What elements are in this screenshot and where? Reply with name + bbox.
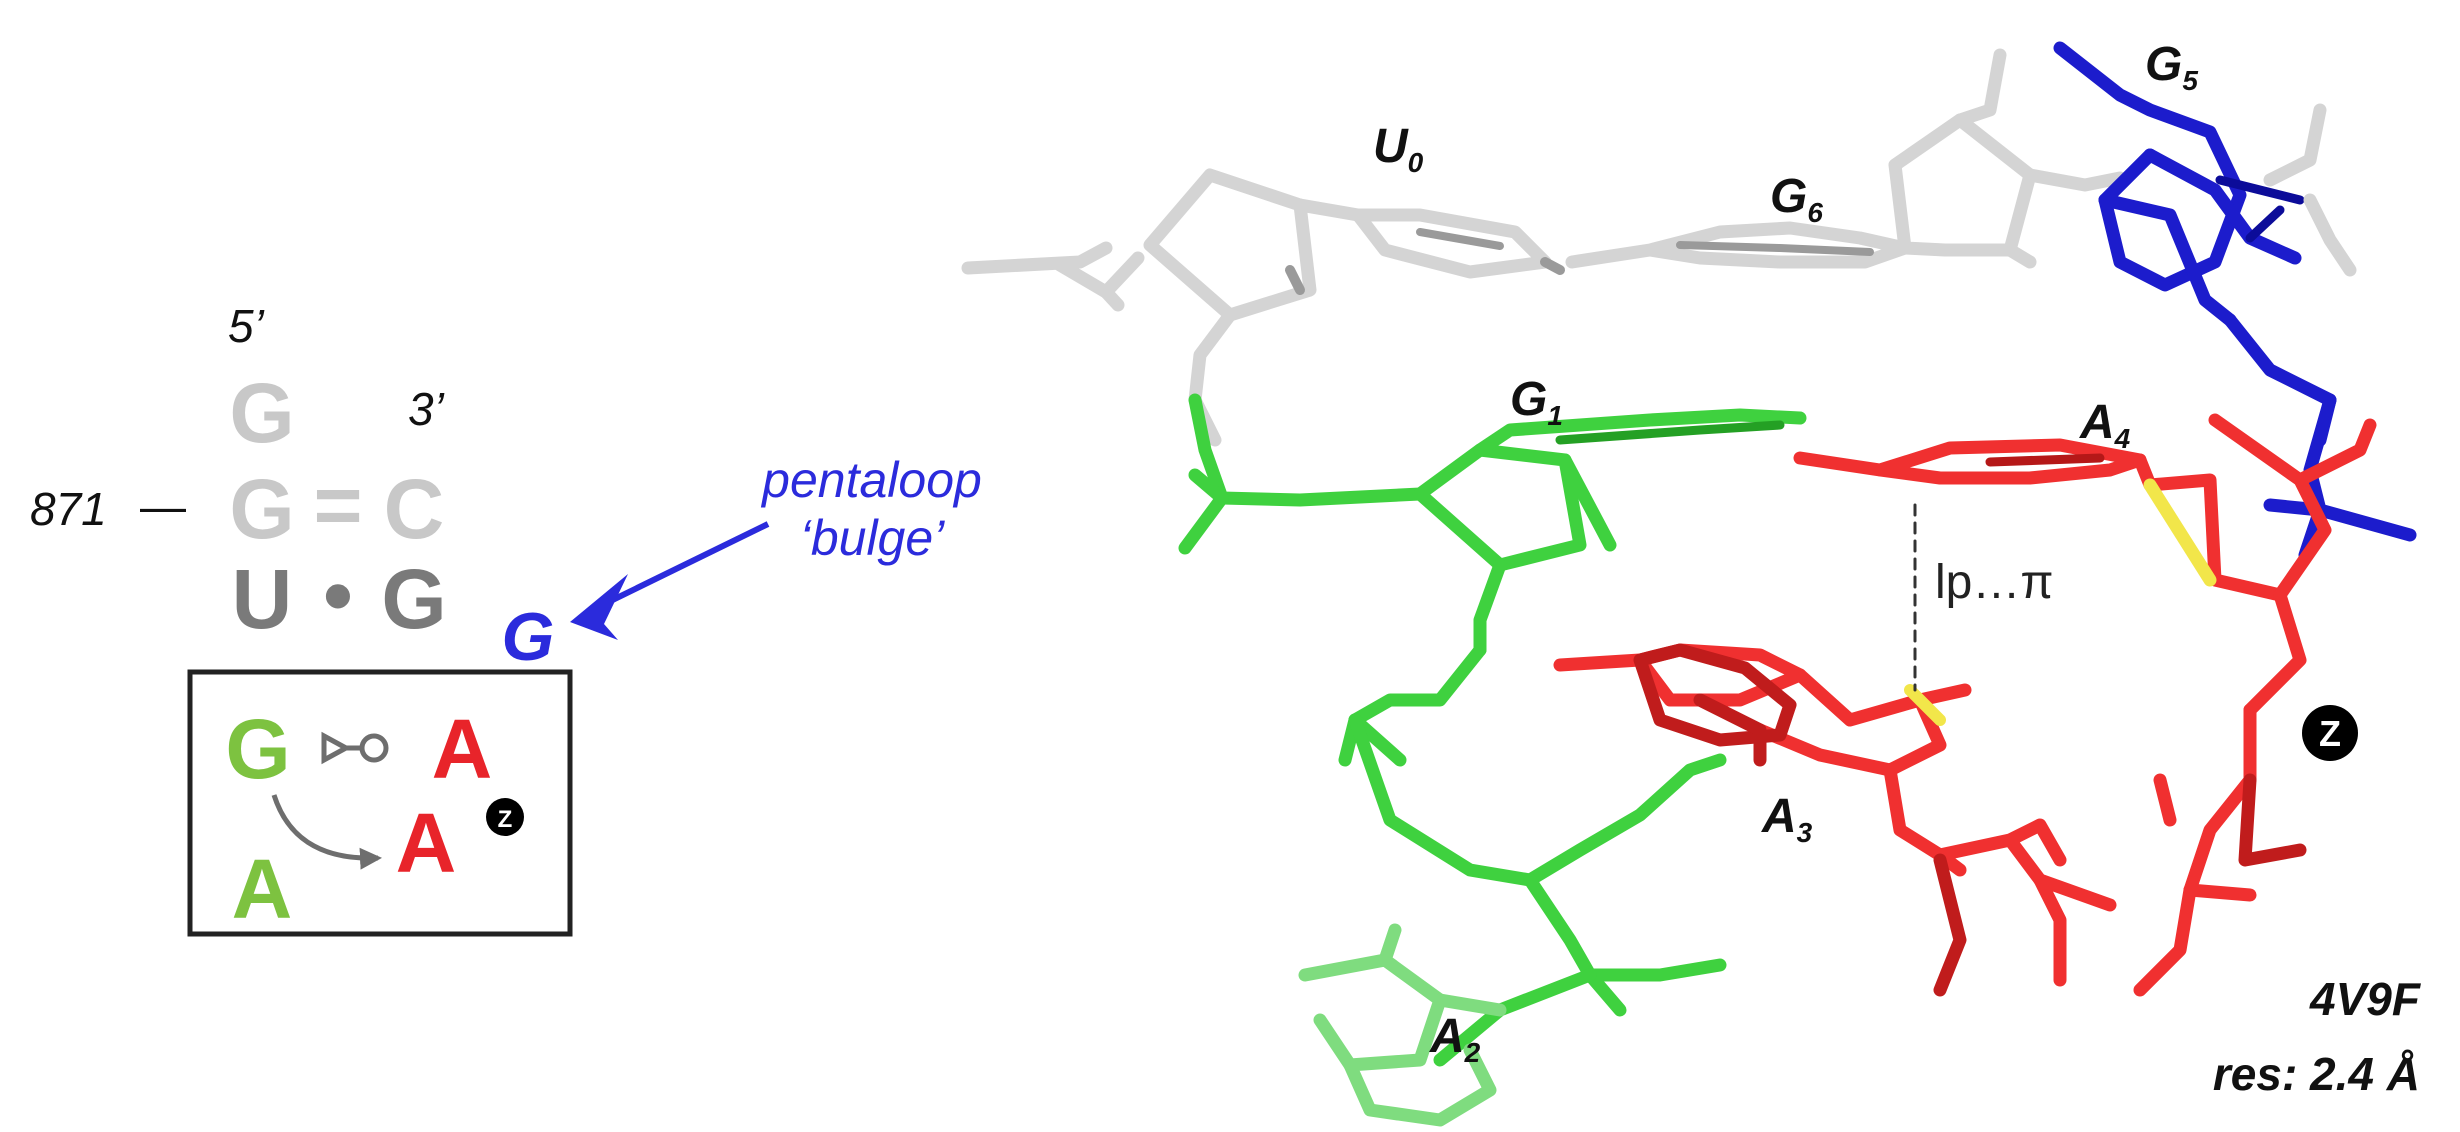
lp-pi-label: lp…π <box>1935 556 2053 609</box>
structure-3d <box>961 41 2417 1127</box>
secondary-structure-panel: 5’ 3’ G 871 — G = C U • G G G A A A Z <box>30 300 573 937</box>
interaction-symbol <box>321 731 389 765</box>
pair-bond-double: = <box>313 458 362 552</box>
annotation-arrow <box>586 521 770 615</box>
label-g6: G6 <box>1770 170 1823 228</box>
label-a3: A3 <box>1761 790 1813 848</box>
three-prime-label: 3’ <box>408 383 445 435</box>
residue-a2-sticks <box>1298 923 1507 1127</box>
loop-g: G <box>225 702 290 796</box>
label-a2: A2 <box>1429 1010 1481 1068</box>
residue-a4-yellow <box>2143 478 2217 587</box>
residue-u0-sticks <box>961 168 1565 447</box>
svg-text:Z: Z <box>2319 713 2341 754</box>
residue-g5-gray-tail <box>2263 103 2357 277</box>
residue-a3-yellow <box>1904 684 1946 726</box>
label-g5: G5 <box>2145 38 2198 96</box>
label-u0: U0 <box>1373 120 1424 178</box>
pair-g-wobble: G <box>381 552 446 646</box>
bulge-g: G <box>502 599 555 675</box>
residue-g6-sticks <box>1565 48 2127 269</box>
loop-box <box>187 669 573 937</box>
five-prime-label: 5’ <box>228 300 265 352</box>
pair-u: U <box>232 552 293 646</box>
loop-a-middle: A <box>396 796 457 890</box>
svg-text:Z: Z <box>498 806 513 833</box>
loop-a-bottom: A <box>232 842 293 936</box>
stem-top-g: G <box>229 366 294 460</box>
residue-g5-sticks <box>2053 41 2417 562</box>
pair-c: C <box>384 462 445 556</box>
residue-labels: U0 G6 G5 G1 A4 A3 A2 <box>1373 38 2198 1068</box>
pair-g: G <box>229 462 294 556</box>
residue-a3-dark <box>1633 643 2307 997</box>
residue-a4-sticks <box>1793 413 2377 997</box>
annotation-line2: ‘bulge’ <box>800 510 945 566</box>
pdb-resolution: res: 2.4 Å <box>2213 1048 2420 1100</box>
annotation-line1: pentaloop <box>760 452 982 508</box>
label-a4: A4 <box>2079 396 2131 454</box>
position-dash: — <box>140 480 186 532</box>
pentaloop-annotation: pentaloop ‘bulge’ <box>570 452 982 640</box>
label-g1: G1 <box>1510 373 1563 431</box>
ion-marker-3d: Z <box>2302 705 2358 761</box>
pair-bond-wobble: • <box>323 548 352 642</box>
position-label: 871 <box>30 483 107 535</box>
stacking-arrow <box>271 794 382 870</box>
annotation-arrowhead <box>570 574 628 640</box>
pdb-id: 4V9F <box>2309 973 2422 1025</box>
ion-marker-box: Z <box>486 798 524 836</box>
residue-g1-sticks <box>1178 393 1807 1067</box>
loop-a-top: A <box>432 702 493 796</box>
